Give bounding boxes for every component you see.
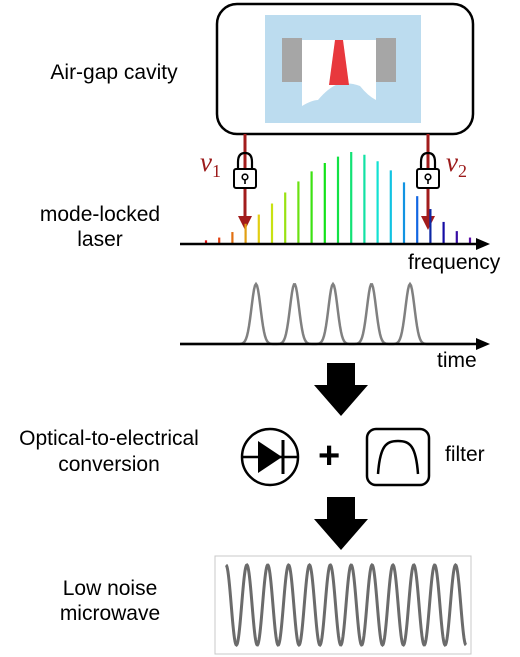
microwave-label-line2: microwave [59, 602, 161, 625]
cavity-right-pillar [376, 38, 396, 82]
time-axis [180, 338, 490, 350]
laser-label-line1: mode-locked [39, 203, 161, 226]
conversion-label-line1: Optical-to-electrical [19, 427, 199, 450]
frequency-comb [204, 152, 472, 244]
plus-sign: + [318, 435, 341, 477]
laser-label-line2: laser [77, 228, 123, 251]
cavity-illustration [215, 2, 475, 136]
nu2-label: ν2 [446, 147, 467, 181]
conversion-label-line2: conversion [58, 453, 160, 476]
filter-label: filter [445, 443, 485, 466]
lock-arrows [233, 134, 440, 230]
frequency-axis [180, 238, 490, 250]
bandpass-filter-icon [365, 427, 431, 487]
microwave-label-line1: Low noise [62, 577, 158, 600]
microwave-sine [224, 562, 468, 648]
padlock-right-icon [416, 151, 440, 189]
microwave-waveform [214, 555, 472, 655]
cavity-beam [329, 40, 349, 85]
cavity-left-pillar [282, 38, 302, 82]
padlock-left-icon [233, 151, 257, 189]
photodiode-icon [240, 427, 300, 487]
lock-arrow-right-head [421, 216, 435, 230]
lock-arrow-left-head [238, 216, 252, 230]
cavity-curved-mirror [302, 83, 376, 110]
pulse-train [180, 281, 470, 346]
frequency-axis-label: frequency [408, 251, 501, 274]
flow-arrow-down-2 [314, 497, 368, 550]
cavity-label: Air-gap cavity [50, 61, 178, 84]
flow-arrow-down-1 [314, 363, 368, 416]
time-axis-label: time [437, 349, 477, 372]
nu1-label: ν1 [200, 147, 221, 181]
